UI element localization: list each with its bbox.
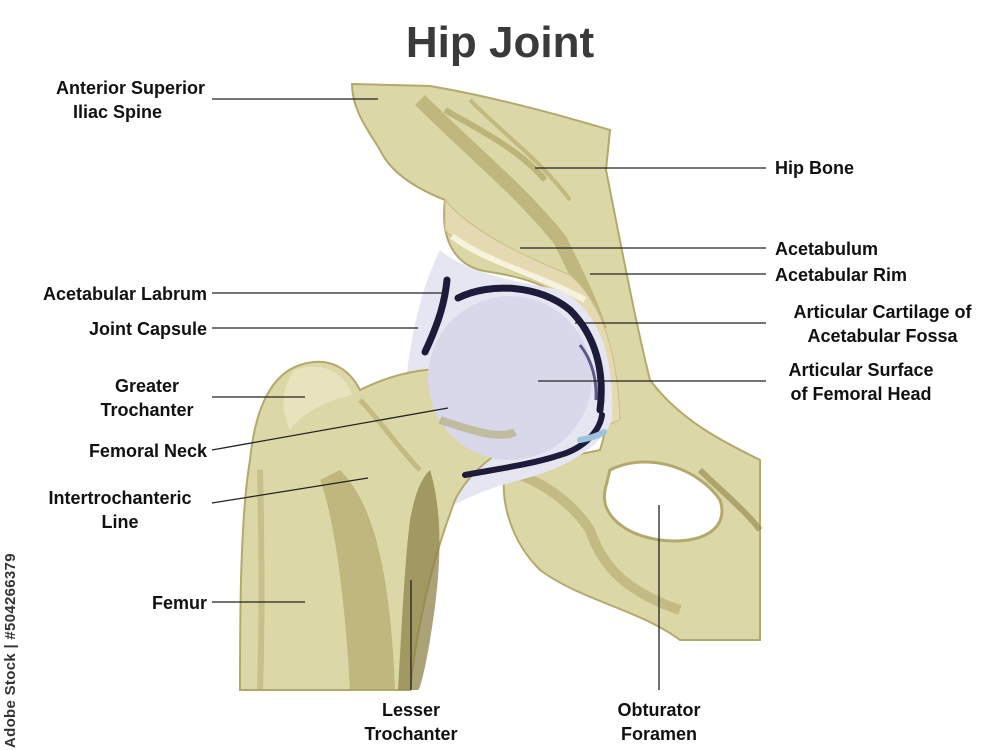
label-acetabular-labrum: Acetabular Labrum <box>42 284 207 304</box>
label-line: Line <box>101 512 139 532</box>
label-line: Articular Surface <box>788 360 934 380</box>
label-line: Trochanter <box>364 724 458 744</box>
label-line: Articular Cartilage of <box>793 302 972 322</box>
label-greater-trochanter: Greater Trochanter <box>85 374 209 422</box>
obturator-foramen-shape <box>602 460 724 543</box>
label-line: Obturator <box>617 700 701 720</box>
label-hip-bone: Hip Bone <box>775 158 854 178</box>
label-femur: Femur <box>151 593 207 613</box>
label-femoral-neck: Femoral Neck <box>88 441 207 461</box>
label-line: Foramen <box>620 724 698 744</box>
label-intertrochanteric-line: Intertrochanteric Line <box>22 486 218 534</box>
femur-cortex <box>320 470 395 690</box>
label-lesser-trochanter: Lesser Trochanter <box>346 698 476 746</box>
label-line: Anterior Superior <box>55 78 205 98</box>
label-articular-surface: Articular Surface of Femoral Head <box>770 358 952 406</box>
label-line: Greater <box>114 376 180 396</box>
label-anterior-superior-iliac-spine: Anterior Superior Iliac Spine <box>10 76 205 124</box>
label-line: Acetabular Fossa <box>807 326 958 346</box>
femoral-head-shape <box>428 296 592 460</box>
acetabular-labrum-shape <box>421 276 451 356</box>
label-obturator-foramen: Obturator Foramen <box>594 698 724 746</box>
leader-lines <box>211 98 766 690</box>
label-line: Trochanter <box>100 400 194 420</box>
label-line: Lesser <box>381 700 441 720</box>
label-line: Intertrochanteric <box>48 488 192 508</box>
label-line: of Femoral Head <box>790 384 932 404</box>
diagram-title: Hip Joint <box>405 18 595 67</box>
femur-shape <box>238 360 522 691</box>
label-articular-cartilage: Articular Cartilage of Acetabular Fossa <box>770 300 995 348</box>
label-joint-capsule: Joint Capsule <box>88 319 207 339</box>
stock-watermark: Adobe Stock | #504266379 <box>2 553 19 748</box>
label-line: Iliac Spine <box>72 102 163 122</box>
label-acetabular-rim: Acetabular Rim <box>775 265 908 285</box>
lesser-trochanter-shape <box>398 470 440 690</box>
label-acetabulum: Acetabulum <box>775 239 879 259</box>
